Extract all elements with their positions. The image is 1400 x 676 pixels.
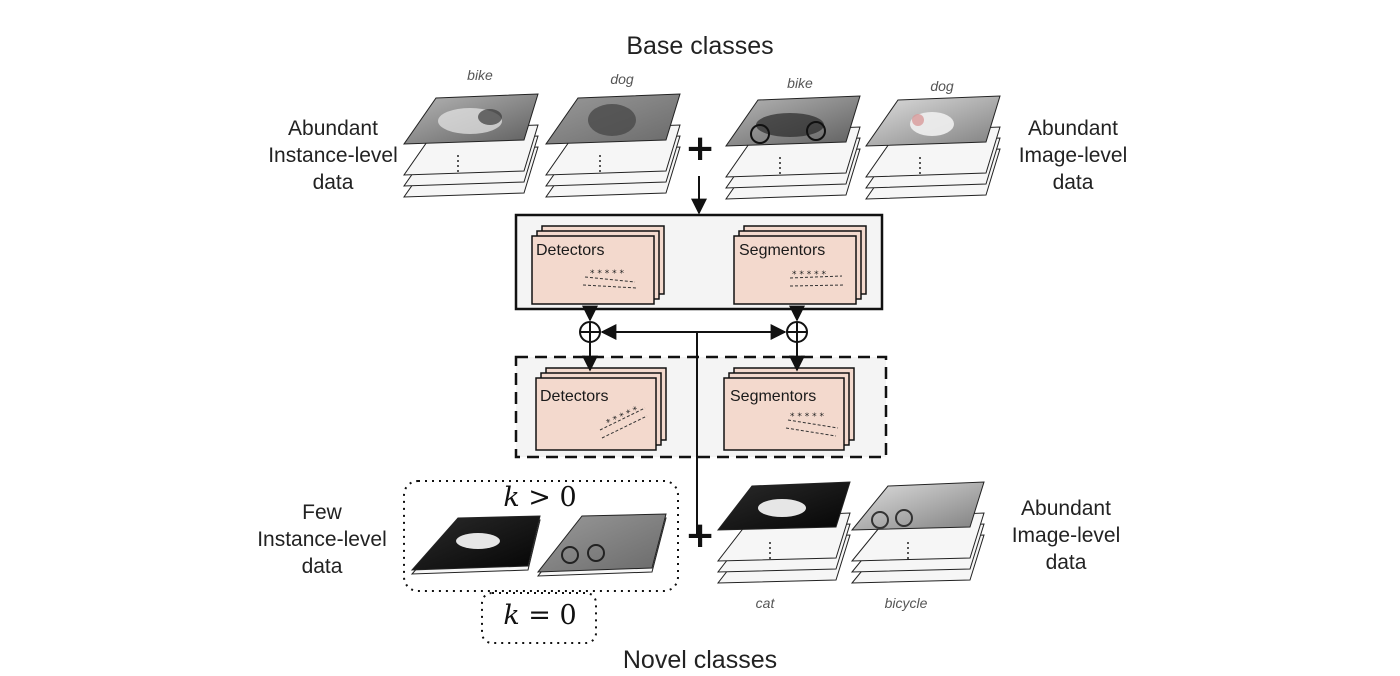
k-greater-than-zero: k > 0 [470, 482, 610, 513]
label-line: data [1045, 551, 1087, 574]
class-label-bicycle: bicycle [884, 595, 928, 611]
label-line: data [301, 555, 343, 578]
label-line: Few [302, 501, 342, 524]
novel-instance-cat-image [410, 515, 541, 575]
stack-base-instance-dog [545, 93, 681, 198]
stack-novel-image-cat [716, 481, 851, 584]
sum-node-left [579, 321, 601, 343]
label-abundant-image-level-data-bottom: Abundant Image-level data [996, 495, 1136, 576]
stack-base-image-dog [865, 95, 1001, 200]
bottom-detectors-card-stack: * * * * * [535, 367, 667, 451]
label-few-instance-level-data: Few Instance-level data [242, 499, 402, 580]
stack-novel-image-bicycle [850, 481, 985, 584]
base-classes-title: Base classes [626, 32, 774, 60]
class-label-bike-instance: bike [467, 67, 493, 83]
label-line: data [1052, 171, 1094, 194]
top-detectors-label: Detectors [536, 242, 605, 259]
k-variable: k [503, 600, 520, 631]
k-value: 0 [559, 600, 577, 631]
class-label-dog-instance: dog [610, 71, 634, 87]
label-line: data [312, 171, 354, 194]
sum-node-right [786, 321, 808, 343]
plus-icon-bottom: + [685, 515, 716, 556]
bottom-segmentors-label: Segmentors [730, 388, 817, 405]
svg-text:* * * * *: * * * * * [790, 412, 824, 422]
label-abundant-image-level-data-top: Abundant Image-level data [1003, 115, 1143, 196]
svg-text:* * * * *: * * * * * [590, 269, 624, 279]
k-operator: = [528, 600, 551, 631]
bottom-detectors-label: Detectors [540, 388, 609, 405]
label-line: Abundant [1028, 117, 1118, 140]
label-line: Abundant [1021, 497, 1111, 520]
novel-instance-bicycle-image [536, 513, 667, 577]
top-segmentors-card-stack: * * * * * [733, 225, 867, 305]
stack-base-instance-bike [403, 93, 539, 198]
class-label-cat: cat [755, 595, 775, 611]
class-label-dog-image: dog [930, 78, 954, 94]
plus-icon-top: + [685, 128, 716, 169]
stack-base-image-bike [725, 95, 861, 200]
class-label-bike-image: bike [787, 75, 813, 91]
k-value: 0 [559, 482, 577, 513]
top-segmentors-label: Segmentors [739, 242, 826, 259]
novel-classes-title: Novel classes [622, 646, 778, 674]
top-detectors-card-stack: * * * * * [531, 225, 665, 305]
k-equals-zero: k = 0 [470, 600, 610, 631]
label-line: Instance-level [268, 144, 398, 167]
label-line: Image-level [1018, 144, 1128, 167]
label-line: Abundant [288, 117, 378, 140]
label-abundant-instance-level-data: Abundant Instance-level data [258, 115, 408, 196]
k-variable: k [503, 482, 520, 513]
bottom-segmentors-card-stack: * * * * * [723, 367, 855, 451]
label-line: Image-level [1011, 524, 1121, 547]
k-operator: > [528, 482, 551, 513]
few-shot-dotted-box [403, 480, 679, 592]
label-line: Instance-level [257, 528, 387, 551]
svg-text:* * * * *: * * * * * [792, 270, 826, 280]
